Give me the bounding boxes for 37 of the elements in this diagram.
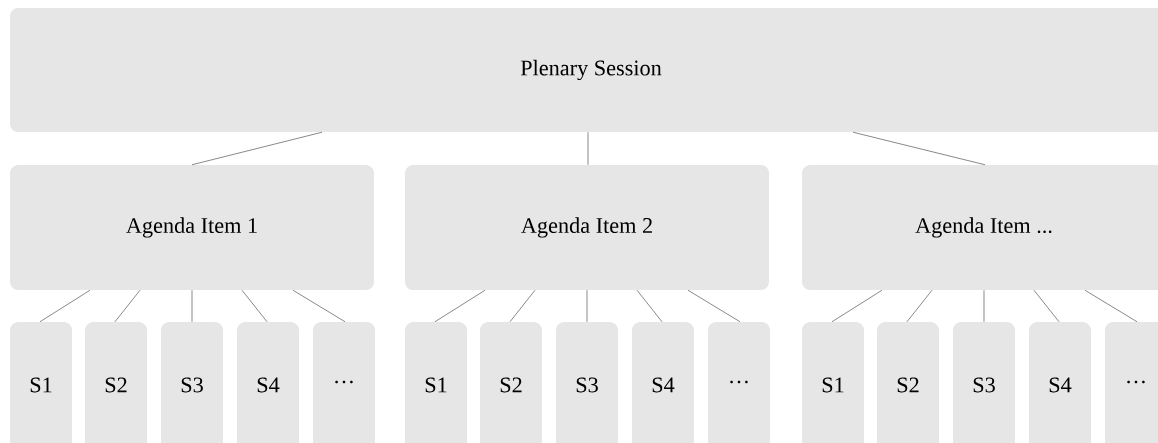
session-box: S3 [953,322,1015,443]
connector-line [1084,289,1138,323]
connector-line [191,289,193,323]
connector-line [114,289,141,323]
session-box: S3 [556,322,618,443]
agenda-box: Agenda Item 2 [405,165,769,290]
connector-line [434,289,486,323]
session-box: S4 [632,322,694,443]
connector-line [587,131,589,166]
session-box: S1 [405,322,467,443]
connector-line [586,289,588,323]
plenary-box: Plenary Session [10,8,1158,132]
connector-line [241,289,268,323]
session-box: S2 [480,322,542,443]
session-box: S4 [237,322,299,443]
connector-line [292,289,346,323]
agenda-box: Agenda Item ... [802,165,1158,290]
connector-line [852,131,986,166]
connector-line [906,289,933,323]
session-box: ··· [708,322,770,443]
session-box: S2 [877,322,939,443]
connector-line [636,289,663,323]
session-box: S1 [802,322,864,443]
connector-line [687,289,741,323]
connector-line [39,289,91,323]
session-box: S3 [161,322,223,443]
connector-line [831,289,883,323]
session-box: S1 [10,322,72,443]
session-box: S4 [1029,322,1091,443]
connector-line [509,289,536,323]
session-box: ··· [313,322,375,443]
connector-line [1033,289,1060,323]
agenda-box: Agenda Item 1 [10,165,374,290]
connector-line [191,131,323,166]
session-box: ··· [1105,322,1158,443]
session-box: S2 [85,322,147,443]
connector-line [983,289,985,323]
